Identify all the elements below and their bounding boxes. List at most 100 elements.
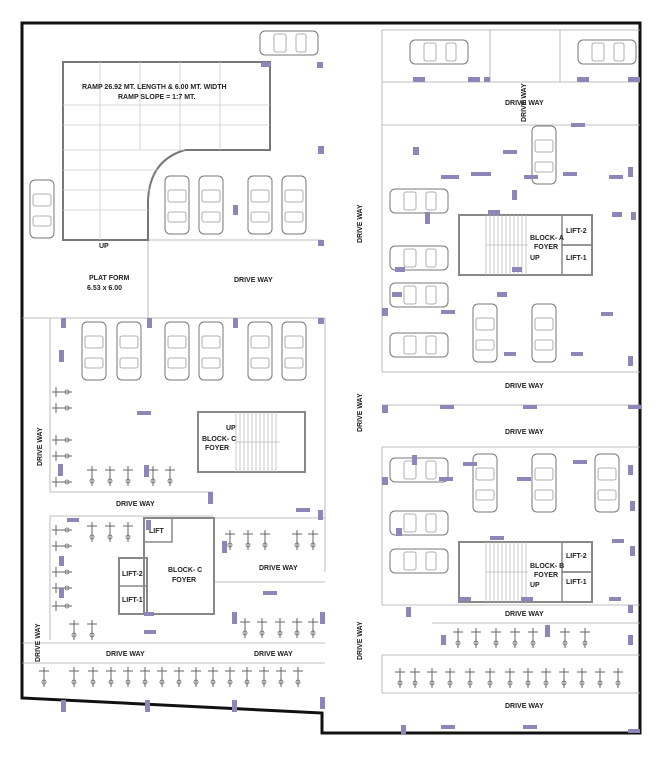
column bbox=[58, 464, 63, 476]
column bbox=[320, 612, 325, 624]
drive-way-label: DRIVE WAY bbox=[505, 383, 544, 390]
drive-way-label: DRIVE WAY bbox=[357, 204, 364, 243]
car-icon bbox=[164, 175, 190, 235]
bike-icon bbox=[308, 530, 318, 550]
bike-icon bbox=[259, 667, 269, 687]
bike-icon bbox=[174, 667, 184, 687]
car-icon bbox=[281, 321, 307, 381]
bike-icon bbox=[191, 667, 201, 687]
column bbox=[441, 725, 455, 729]
staircase-icon bbox=[485, 542, 528, 602]
column bbox=[512, 190, 517, 200]
column bbox=[612, 212, 622, 217]
car-icon bbox=[164, 321, 190, 381]
staircase-icon bbox=[485, 215, 528, 275]
car-icon bbox=[531, 303, 557, 363]
bike-icon bbox=[395, 668, 405, 688]
stair-up-label: UP bbox=[530, 255, 540, 262]
column bbox=[392, 292, 402, 297]
column bbox=[145, 700, 150, 712]
column bbox=[573, 460, 587, 464]
foyer-label: FOYER bbox=[534, 244, 558, 251]
bike-icon bbox=[410, 668, 420, 688]
column bbox=[232, 612, 237, 624]
bike-icon bbox=[595, 668, 605, 688]
column bbox=[382, 405, 388, 413]
bike-icon bbox=[88, 667, 98, 687]
column bbox=[628, 356, 633, 366]
car-icon bbox=[531, 453, 557, 513]
drive-way-labels: DRIVE WAY DRIVE WAY DRIVE WAY DRIVE WAY … bbox=[35, 83, 544, 710]
column bbox=[628, 465, 633, 475]
bike-icon bbox=[471, 628, 481, 648]
bike-icon bbox=[528, 628, 538, 648]
bike-icon bbox=[69, 667, 79, 687]
bike-icon bbox=[276, 667, 286, 687]
column bbox=[504, 352, 516, 356]
bike-icon bbox=[106, 667, 116, 687]
column bbox=[320, 697, 325, 709]
car-icon bbox=[577, 39, 637, 65]
bike-icon bbox=[275, 618, 285, 638]
column bbox=[137, 411, 151, 415]
column bbox=[628, 729, 640, 733]
stair-up-label: UP bbox=[530, 582, 540, 589]
car-icon bbox=[247, 175, 273, 235]
foyer-label: FOYER bbox=[172, 577, 196, 584]
block-b-foyer: BLOCK- B FOYER UP LIFT-2 LIFT-1 bbox=[458, 541, 593, 603]
lift-2-label: LIFT-2 bbox=[566, 228, 587, 235]
column bbox=[628, 605, 633, 613]
bike-icon bbox=[485, 668, 495, 688]
bike-icon bbox=[445, 668, 455, 688]
block-c-stair-foyer: UP BLOCK- C FOYER bbox=[197, 411, 306, 473]
column bbox=[545, 625, 550, 637]
column bbox=[144, 630, 156, 634]
column bbox=[497, 292, 507, 297]
column bbox=[523, 725, 537, 729]
bike-icon bbox=[293, 667, 303, 687]
column bbox=[232, 700, 237, 712]
bike-icon bbox=[505, 668, 515, 688]
bike-icon bbox=[260, 530, 270, 550]
bike-icon bbox=[240, 618, 250, 638]
car-icon bbox=[389, 188, 449, 214]
bike-icon bbox=[165, 466, 175, 486]
column bbox=[468, 77, 480, 82]
bike-icon bbox=[560, 628, 570, 648]
bike-icon bbox=[225, 667, 235, 687]
column bbox=[512, 267, 522, 272]
column bbox=[413, 77, 425, 82]
column bbox=[208, 492, 213, 504]
column bbox=[144, 612, 154, 616]
car-icon bbox=[281, 175, 307, 235]
block-c-label: BLOCK- C bbox=[168, 567, 202, 574]
column-layer bbox=[58, 62, 642, 735]
bike-icon bbox=[292, 618, 302, 638]
column bbox=[488, 210, 500, 215]
car-icon bbox=[389, 457, 449, 483]
column bbox=[222, 541, 227, 553]
column bbox=[382, 477, 388, 485]
bike-icon bbox=[465, 668, 475, 688]
column bbox=[563, 172, 577, 176]
lift-1-label: LIFT-1 bbox=[566, 255, 587, 262]
drive-way-label: DRIVE WAY bbox=[35, 623, 42, 662]
column bbox=[233, 205, 238, 215]
car-icon bbox=[472, 303, 498, 363]
stair-up-label: UP bbox=[226, 425, 236, 432]
block-c-lift-foyer: LIFT LIFT-2 LIFT-1 BLOCK- C FOYER bbox=[118, 517, 215, 615]
bike-icon bbox=[52, 403, 72, 413]
staircase-icon bbox=[235, 412, 280, 472]
bike-icon bbox=[225, 530, 235, 550]
car-icon bbox=[389, 548, 449, 574]
column bbox=[59, 588, 64, 598]
column bbox=[609, 175, 623, 179]
block-c-label: BLOCK- C bbox=[202, 436, 236, 443]
bike-icon bbox=[257, 618, 267, 638]
drive-way-label: DRIVE WAY bbox=[254, 651, 293, 658]
bike-icon bbox=[52, 435, 72, 445]
column bbox=[503, 150, 517, 154]
bike-layer bbox=[39, 387, 623, 688]
car-icon bbox=[29, 179, 55, 239]
bike-icon bbox=[52, 451, 72, 461]
